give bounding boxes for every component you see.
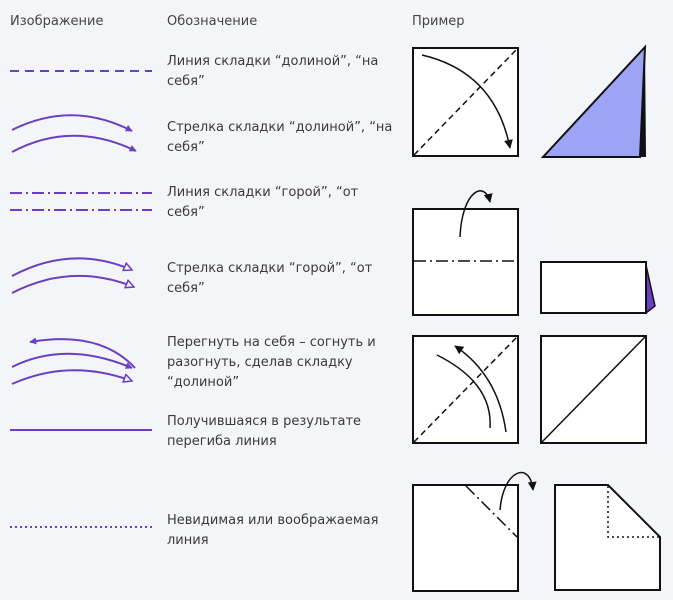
example-fold-unfold-square xyxy=(412,335,519,444)
valley-fold-arrow-symbol xyxy=(11,114,137,153)
label-fold-unfold: Перегнуть на себя – согнуть и разогнуть,… xyxy=(167,335,376,390)
label-valley-fold-line: Линия складки “долиной”, “на себя” xyxy=(167,54,379,89)
header-image: Изображение xyxy=(10,14,104,29)
example-invisible-line-square xyxy=(412,471,537,592)
mountain-fold-line-symbol xyxy=(10,192,152,211)
label-valley-fold-arrow: Стрелка складки “долиной”, “на себя” xyxy=(167,120,393,155)
header-meaning: Обозначение xyxy=(167,14,258,29)
label-mountain-fold-arrow: Стрелка складки “горой”, “от себя” xyxy=(167,261,373,296)
label-mountain-fold-line: Линия складки “горой”, “от себя” xyxy=(167,185,359,220)
fold-unfold-arrow-symbol xyxy=(11,337,136,385)
example-mountain-fold-square xyxy=(412,190,519,316)
label-resulting-crease: Получившаяся в результате перегиба линия xyxy=(167,414,362,449)
header-example: Пример xyxy=(412,14,465,29)
example-valley-fold-triangle xyxy=(540,44,647,158)
mountain-fold-arrow-symbol xyxy=(11,257,134,294)
example-valley-fold-square xyxy=(412,47,519,157)
example-mountain-fold-rectangle xyxy=(540,261,656,315)
example-crease-result-square xyxy=(540,335,647,444)
label-invisible-line: Невидимая или воображаемая линия xyxy=(167,513,379,548)
example-folded-corner-shape xyxy=(554,484,661,591)
